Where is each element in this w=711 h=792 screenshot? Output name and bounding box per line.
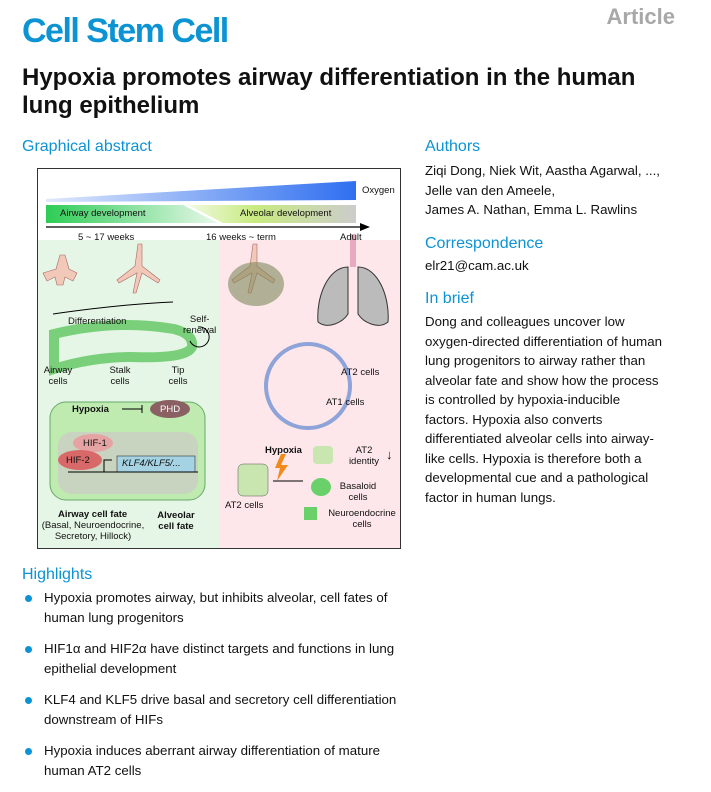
airway-fate-detail: (Basal, Neuroendocrine, Secretory, Hillo… bbox=[41, 520, 145, 542]
at2-cells-label-2: AT2 cells bbox=[225, 500, 264, 511]
highlights-list: Hypoxia promotes airway, but inhibits al… bbox=[22, 588, 412, 792]
in-brief-text: Dong and colleagues uncover low oxygen-d… bbox=[425, 314, 663, 505]
neuroendocrine-label: Neuroendocrine cells bbox=[328, 508, 396, 530]
at2-cells-label: AT2 cells bbox=[341, 367, 380, 378]
airway-bar bbox=[46, 205, 218, 223]
airway-cells-label: Airway cells bbox=[43, 365, 73, 387]
article-type: Article bbox=[606, 4, 675, 29]
authors-list: Ziqi Dong, Niek Wit, Aastha Agarwal, ...… bbox=[425, 161, 705, 220]
correspondence-heading: Correspondence bbox=[425, 235, 544, 252]
authors-line: James A. Nathan, Emma L. Rawlins bbox=[425, 202, 638, 217]
timepoint-3: Adult bbox=[340, 232, 362, 243]
highlight-item: Hypoxia promotes airway, but inhibits al… bbox=[22, 588, 412, 627]
article-title: Hypoxia promotes airway differentiation … bbox=[22, 64, 636, 119]
authors-heading: Authors bbox=[425, 138, 481, 155]
self-renewal-label: Self- renewal bbox=[183, 314, 217, 336]
oxygen-label: Oxygen bbox=[362, 185, 395, 196]
highlight-item: KLF4 and KLF5 drive basal and secretory … bbox=[22, 690, 412, 729]
down-arrow-icon: ↓ bbox=[386, 447, 393, 462]
hypoxia-label: Hypoxia bbox=[72, 404, 109, 415]
tip-cells-label: Tip cells bbox=[168, 365, 188, 387]
hif2-label: HIF-2 bbox=[66, 455, 90, 466]
at1-cells-label: AT1 cells bbox=[326, 397, 365, 408]
abstract-figure bbox=[38, 181, 400, 548]
phd-label: PHD bbox=[160, 404, 181, 415]
airway-development-label: Airway development bbox=[60, 208, 146, 219]
alveolus bbox=[264, 342, 352, 430]
highlight-item: Hypoxia induces aberrant airway differen… bbox=[22, 741, 412, 780]
alveolar-fate-label: Alveolar cell fate bbox=[157, 510, 195, 532]
lungs bbox=[317, 266, 389, 326]
highlight-item: HIF1α and HIF2α have distinct targets an… bbox=[22, 639, 412, 678]
hif1-label: HIF-1 bbox=[83, 438, 107, 449]
fetal-panel bbox=[38, 240, 219, 548]
authors-line: Ziqi Dong, Niek Wit, Aastha Agarwal, ...… bbox=[425, 163, 661, 178]
hypoxia-adult-label: Hypoxia bbox=[265, 445, 302, 456]
oxygen-gradient bbox=[46, 181, 356, 202]
alveolar-development-label: Alveolar development bbox=[240, 208, 332, 219]
journal-logo: Cell Stem Cell bbox=[22, 12, 229, 50]
genes-label: KLF4/KLF5/... bbox=[122, 458, 181, 469]
graphical-abstract-heading: Graphical abstract bbox=[22, 138, 152, 155]
alveolar-bar bbox=[188, 205, 356, 223]
highlights-heading: Highlights bbox=[22, 566, 93, 583]
timepoint-2: 16 weeks ~ term bbox=[206, 232, 276, 243]
in-brief-heading: In brief bbox=[425, 290, 474, 307]
airway-fate-label: Airway cell fate bbox=[58, 509, 128, 520]
at2-identity-label: AT2 identity bbox=[348, 445, 380, 467]
authors-line: Jelle van den Ameele, bbox=[425, 182, 556, 198]
stalk-cells-label: Stalk cells bbox=[109, 365, 131, 387]
correspondence-email[interactable]: elr21@cam.ac.uk bbox=[425, 258, 529, 273]
basaloid-label: Basaloid cells bbox=[339, 481, 377, 503]
differentiation-label: Differentiation bbox=[68, 316, 127, 327]
timepoint-1: 5 ~ 17 weeks bbox=[78, 232, 135, 243]
graphical-abstract: Oxygen Airway development Alveolar devel… bbox=[37, 168, 401, 549]
